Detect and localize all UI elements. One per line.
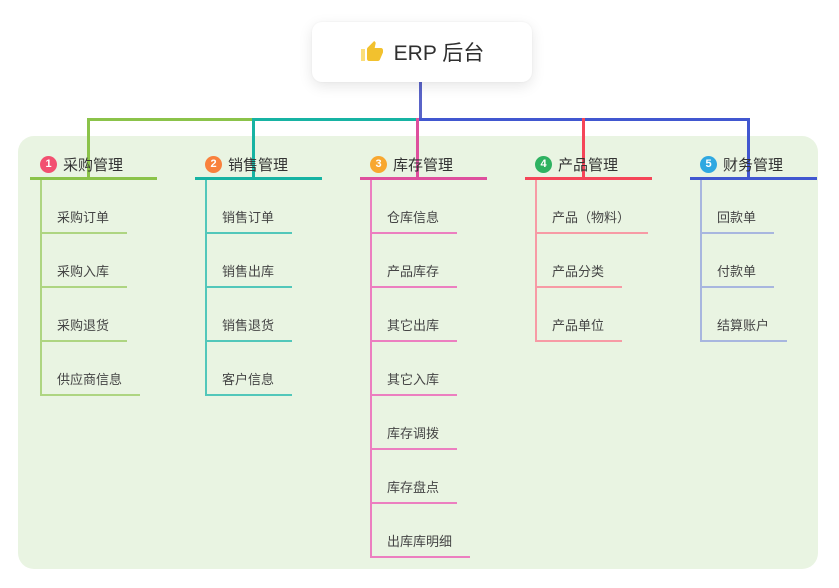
- child-node-1-3[interactable]: 采购退货: [40, 288, 128, 342]
- branch-4-children: 产品（物料） 产品分类 产品单位: [535, 180, 649, 342]
- branch-2-children: 销售订单 销售出库 销售退货 客户信息: [205, 180, 293, 396]
- branch-3-child-line: [370, 180, 372, 558]
- branch-3-children: 仓库信息 产品库存 其它出库 其它入库 库存调拨 库存盘点 出库库明细: [370, 180, 471, 558]
- mindmap-board: [18, 136, 818, 569]
- branch-header-1[interactable]: 1 采购管理: [30, 152, 157, 180]
- branch-label: 财务管理: [723, 157, 784, 174]
- child-node-3-7[interactable]: 出库库明细: [370, 504, 471, 558]
- child-node-1-2[interactable]: 采购入库: [40, 234, 128, 288]
- branch-number-badge: 3: [370, 156, 387, 173]
- child-label: 销售退货: [222, 318, 275, 333]
- branch-1-child-line: [40, 180, 42, 396]
- child-label: 库存调拨: [387, 426, 440, 441]
- child-label: 仓库信息: [387, 210, 440, 225]
- connector-drop-branch-4: [582, 118, 585, 177]
- connector-h-branch-1: [87, 118, 255, 121]
- branch-header-2[interactable]: 2 销售管理: [195, 152, 322, 180]
- branch-number-badge: 1: [40, 156, 57, 173]
- branch-4-child-line: [535, 180, 537, 342]
- connector-root-stem: [419, 82, 422, 121]
- child-node-3-4[interactable]: 其它入库: [370, 342, 458, 396]
- connector-drop-branch-3: [416, 118, 419, 177]
- branch-5-child-line: [700, 180, 702, 342]
- branch-5-children: 回款单 付款单 结算账户: [700, 180, 788, 342]
- child-node-4-1[interactable]: 产品（物料）: [535, 180, 649, 234]
- child-label: 产品分类: [552, 264, 605, 279]
- child-node-3-1[interactable]: 仓库信息: [370, 180, 458, 234]
- child-node-3-5[interactable]: 库存调拨: [370, 396, 458, 450]
- branch-header-3[interactable]: 3 库存管理: [360, 152, 487, 180]
- connector-drop-branch-5: [747, 118, 750, 177]
- branch-header-4[interactable]: 4 产品管理: [525, 152, 652, 180]
- child-node-2-1[interactable]: 销售订单: [205, 180, 293, 234]
- branch-2-child-line: [205, 180, 207, 396]
- connector-drop-branch-1: [87, 118, 90, 177]
- child-node-1-4[interactable]: 供应商信息: [40, 342, 141, 396]
- branch-number-badge: 5: [700, 156, 717, 173]
- child-node-2-3[interactable]: 销售退货: [205, 288, 293, 342]
- child-node-4-2[interactable]: 产品分类: [535, 234, 623, 288]
- child-label: 回款单: [717, 210, 757, 225]
- child-node-4-3[interactable]: 产品单位: [535, 288, 623, 342]
- child-node-5-1[interactable]: 回款单: [700, 180, 775, 234]
- branch-header-5[interactable]: 5 财务管理: [690, 152, 817, 180]
- child-label: 产品单位: [552, 318, 605, 333]
- branch-1-children: 采购订单 采购入库 采购退货 供应商信息: [40, 180, 141, 396]
- child-label: 产品（物料）: [552, 210, 631, 225]
- child-node-3-3[interactable]: 其它出库: [370, 288, 458, 342]
- child-node-5-3[interactable]: 结算账户: [700, 288, 788, 342]
- child-label: 出库库明细: [387, 534, 453, 549]
- thumbs-up-icon: [360, 41, 383, 61]
- child-label: 供应商信息: [57, 372, 123, 387]
- child-label: 库存盘点: [387, 480, 440, 495]
- root-node[interactable]: ERP 后台: [312, 22, 532, 82]
- root-title: ERP 后台: [393, 42, 485, 65]
- child-label: 采购订单: [57, 210, 110, 225]
- child-label: 付款单: [717, 264, 757, 279]
- child-node-5-2[interactable]: 付款单: [700, 234, 775, 288]
- child-label: 客户信息: [222, 372, 275, 387]
- child-label: 销售出库: [222, 264, 275, 279]
- branch-label: 库存管理: [393, 157, 454, 174]
- child-label: 采购入库: [57, 264, 110, 279]
- connector-drop-branch-2: [252, 118, 255, 177]
- child-node-3-6[interactable]: 库存盘点: [370, 450, 458, 504]
- branch-label: 销售管理: [228, 157, 289, 174]
- branch-number-badge: 2: [205, 156, 222, 173]
- child-label: 结算账户: [717, 318, 770, 333]
- branch-number-badge: 4: [535, 156, 552, 173]
- child-label: 采购退货: [57, 318, 110, 333]
- child-label: 产品库存: [387, 264, 440, 279]
- child-node-2-4[interactable]: 客户信息: [205, 342, 293, 396]
- branch-label: 采购管理: [63, 157, 124, 174]
- branch-label: 产品管理: [558, 157, 619, 174]
- child-node-1-1[interactable]: 采购订单: [40, 180, 128, 234]
- child-node-2-2[interactable]: 销售出库: [205, 234, 293, 288]
- child-node-3-2[interactable]: 产品库存: [370, 234, 458, 288]
- child-label: 其它入库: [387, 372, 440, 387]
- child-label: 销售订单: [222, 210, 275, 225]
- child-label: 其它出库: [387, 318, 440, 333]
- connector-h-branch-2: [252, 118, 422, 121]
